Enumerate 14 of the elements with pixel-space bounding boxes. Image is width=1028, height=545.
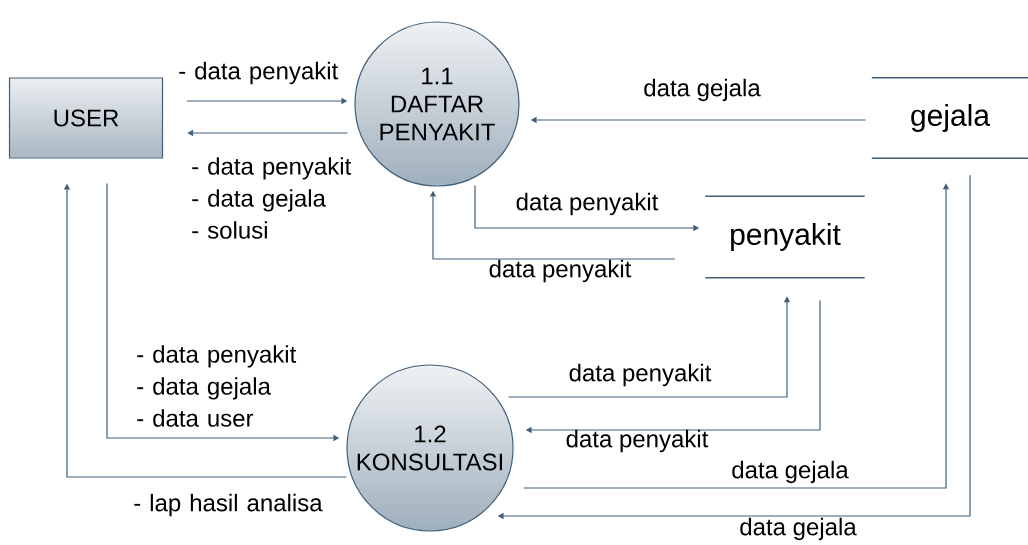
edge-label: data gejala	[732, 460, 849, 484]
edge-label: data penyakit	[569, 363, 712, 387]
data-store: penyakit	[704, 195, 866, 279]
edge-label: - data penyakit - data gejala - data user	[137, 345, 297, 427]
data-store: gejala	[871, 77, 1028, 159]
edge-label: data gejala	[644, 78, 761, 102]
edge-label: - data penyakit	[179, 61, 339, 85]
edge-label: - data penyakit - data gejala - solusi	[192, 157, 352, 239]
edge-label: - lap hasil analisa	[134, 493, 323, 517]
edge-label: data gejala	[740, 517, 857, 541]
edge-label: data penyakit	[566, 429, 709, 453]
edge-label: data penyakit	[489, 259, 632, 283]
edge-label: data penyakit	[516, 192, 659, 216]
entity-box: USER	[8, 77, 164, 159]
